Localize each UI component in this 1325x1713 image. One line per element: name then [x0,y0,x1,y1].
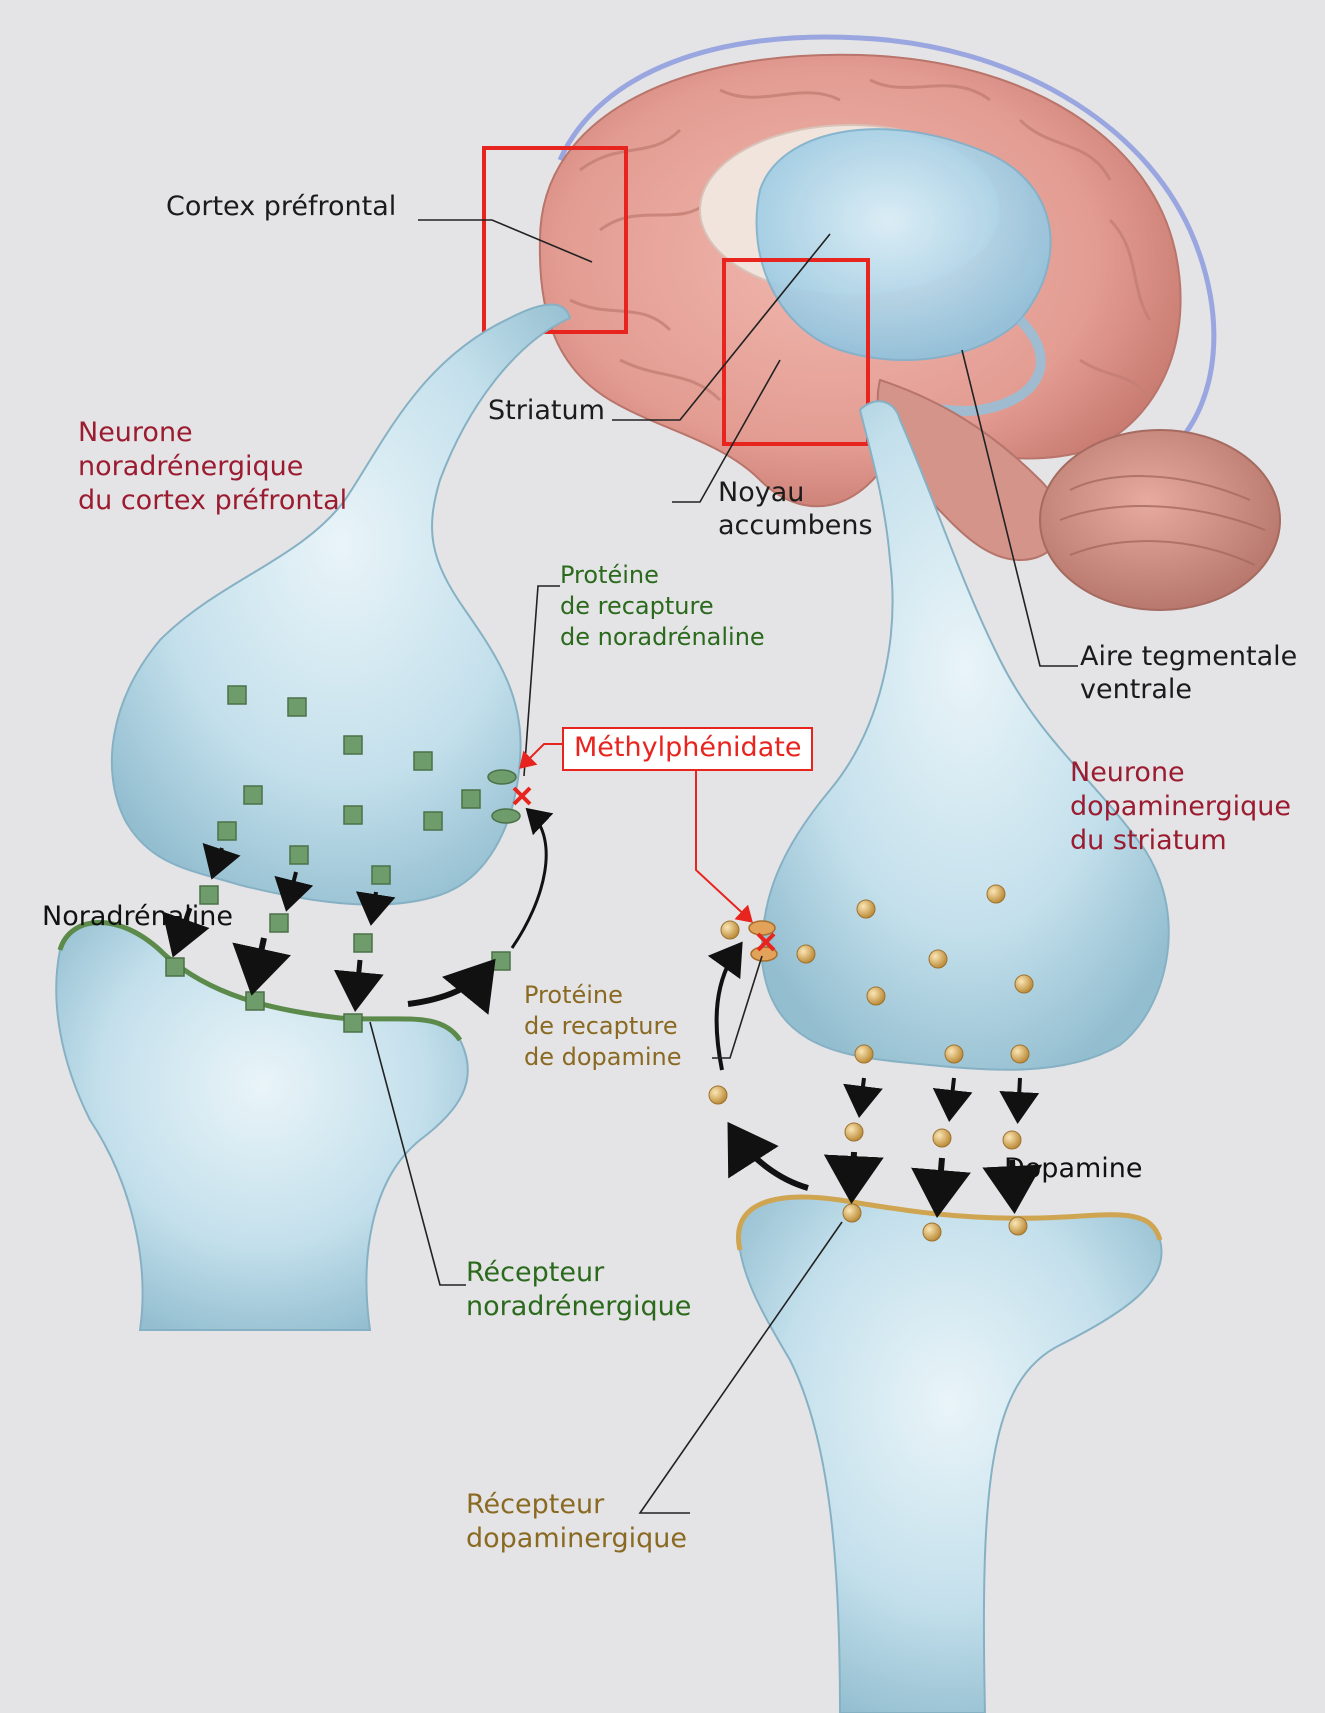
noradrenaline-molecule [424,812,442,830]
dopamine-return-arrow [717,948,738,1070]
cerebellum [1040,430,1280,610]
dopamine-molecule [933,1129,951,1147]
dopamine-molecule [721,921,739,939]
noradrenaline-molecule [244,786,262,804]
striatum-body [757,129,1051,360]
dopamine-molecule [929,950,947,968]
noradrenaline-molecule [354,934,372,952]
noradrenaline-molecule [344,806,362,824]
noradrenaline-molecule [414,752,432,770]
noradrenaline-molecule [166,958,184,976]
methylphenidate-box: Méthylphénidate [562,727,813,771]
dopamine-molecule [845,1123,863,1141]
dopamine-molecule [843,1204,861,1222]
label-proteine-recapture-dopamine: Protéine de recapture de dopamine [524,980,682,1073]
label-aire-tegmentale: Aire tegmentale ventrale [1080,640,1297,706]
noradrenaline-molecule [492,952,510,970]
dopamine-molecule [1009,1217,1027,1235]
label-noradrenaline: Noradrénaline [42,900,233,933]
label-neurone-noradrenergique: Neurone noradrénergique du cortex préfro… [78,416,347,518]
label-striatum: Striatum [488,394,605,427]
label-proteine-recapture-noradrenaline: Protéine de recapture de noradrénaline [560,560,765,653]
dopamine-molecule [987,885,1005,903]
noradrenaline-molecule [290,846,308,864]
noradrenaline-return-arrow [512,812,546,948]
dopamine-molecule [797,945,815,963]
dopamine-molecule [923,1223,941,1241]
noradrenaline-molecule [218,822,236,840]
dopaminergic-postsynaptic [738,1197,1161,1713]
red-x-icon [514,788,530,804]
methylphenidate-pointer-left [522,744,562,766]
noradrenaline-reuptake-arrow [408,968,488,1004]
noradrenaline-molecule [228,686,246,704]
noradrenergic-postsynaptic [56,923,468,1331]
dopamine-molecule [857,900,875,918]
noradrenaline-molecule [270,914,288,932]
label-recepteur-dopaminergique: Récepteur dopaminergique [466,1488,687,1556]
label-noyau-accumbens: Noyau accumbens [718,476,873,542]
noradrenaline-molecule [246,992,264,1010]
label-dopamine: Dopamine [1004,1152,1143,1185]
label-recepteur-noradrenergique: Récepteur noradrénergique [466,1256,691,1324]
dopamine-molecule [1011,1045,1029,1063]
noradrenaline-molecule [462,790,480,808]
methylphenidate-pointer-right [696,762,750,920]
dopamine-molecule [867,987,885,1005]
noradrenaline-molecule [288,698,306,716]
noradrenaline-molecule [344,1014,362,1032]
dopamine-molecule [945,1045,963,1063]
dopamine-molecule [709,1086,727,1104]
dopamine-molecule [1015,975,1033,993]
label-cortex-prefrontal: Cortex préfrontal [166,190,396,223]
dopamine-reuptake-arrow [734,1132,808,1188]
label-neurone-dopaminergique: Neurone dopaminergique du striatum [1070,756,1291,858]
dopamine-molecule [1003,1131,1021,1149]
dopamine-molecule [855,1045,873,1063]
noradrenaline-molecule [372,866,390,884]
noradrenaline-molecule [344,736,362,754]
